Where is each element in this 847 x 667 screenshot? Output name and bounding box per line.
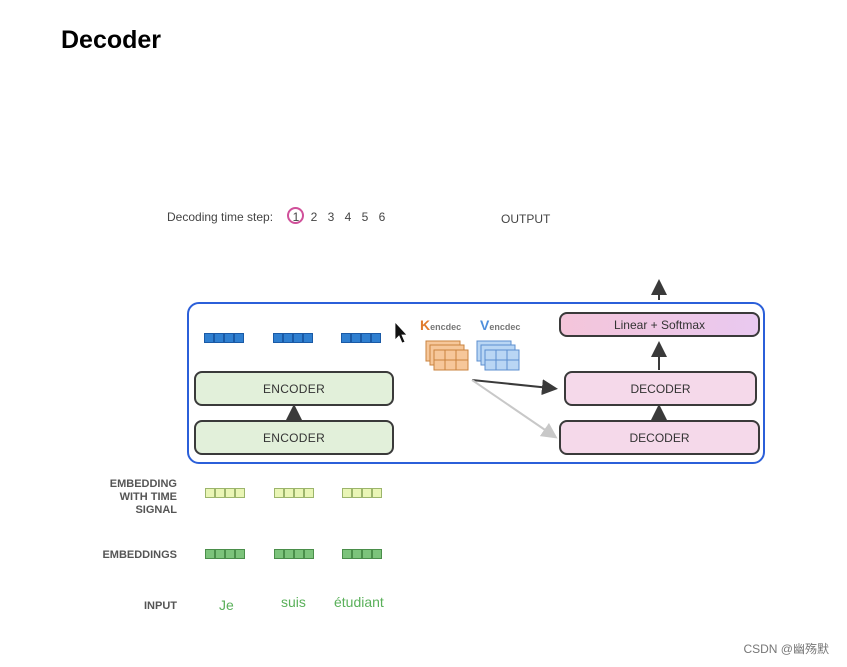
input-label: INPUT: [144, 600, 177, 612]
page-title: Decoder: [61, 26, 162, 54]
encoder-output-vector-1: [204, 333, 244, 343]
encoder-output-vector-2: [273, 333, 313, 343]
v-subscript: encdec: [489, 322, 521, 332]
v-matrix-stack: [476, 340, 520, 371]
decoder-block-top: DECODER: [564, 371, 757, 406]
linear-softmax-block: Linear + Softmax: [559, 312, 760, 337]
encoder-block-top: ENCODER: [194, 371, 394, 406]
k-letter: K: [420, 317, 431, 333]
current-step-indicator: [287, 207, 304, 224]
time-signal-vector-3: [342, 488, 382, 498]
embedding-with-time-signal-label: EMBEDDING WITH TIME SIGNAL: [110, 478, 177, 517]
embedding-label-line-1: EMBEDDING: [109, 478, 177, 490]
embedding-vector-3: [342, 549, 382, 559]
input-word-1: Je: [219, 597, 234, 613]
step-2: 2: [310, 210, 318, 224]
step-3: 3: [327, 210, 335, 224]
encoder-decoder-stack-frame: [187, 302, 765, 464]
v-letter: V: [480, 317, 490, 333]
k-encdec-label: Kencdec: [420, 317, 461, 333]
cursor-icon: [394, 320, 408, 344]
input-word-2: suis: [281, 594, 306, 610]
embedding-vector-2: [274, 549, 314, 559]
embedding-label-line-3: SIGNAL: [135, 504, 177, 516]
v-encdec-label: Vencdec: [480, 317, 520, 333]
step-1: 1: [292, 210, 300, 224]
k-subscript: encdec: [430, 322, 462, 332]
watermark: CSDN @幽殇默: [743, 642, 829, 656]
input-word-3: étudiant: [334, 594, 384, 610]
embedding-label-line-2: WITH TIME: [119, 491, 177, 503]
embedding-vector-1: [205, 549, 245, 559]
output-label: OUTPUT: [501, 212, 551, 226]
embeddings-label: EMBEDDINGS: [102, 549, 177, 561]
step-6: 6: [378, 210, 386, 224]
encoder-block-bottom: ENCODER: [194, 420, 394, 455]
decoder-block-bottom: DECODER: [559, 420, 760, 455]
decoding-time-step-label: Decoding time step:: [167, 210, 274, 224]
step-4: 4: [344, 210, 352, 224]
encoder-output-vector-3: [341, 333, 381, 343]
k-matrix-stack: [425, 340, 469, 371]
step-5: 5: [361, 210, 369, 224]
time-signal-vector-1: [205, 488, 245, 498]
time-signal-vector-2: [274, 488, 314, 498]
